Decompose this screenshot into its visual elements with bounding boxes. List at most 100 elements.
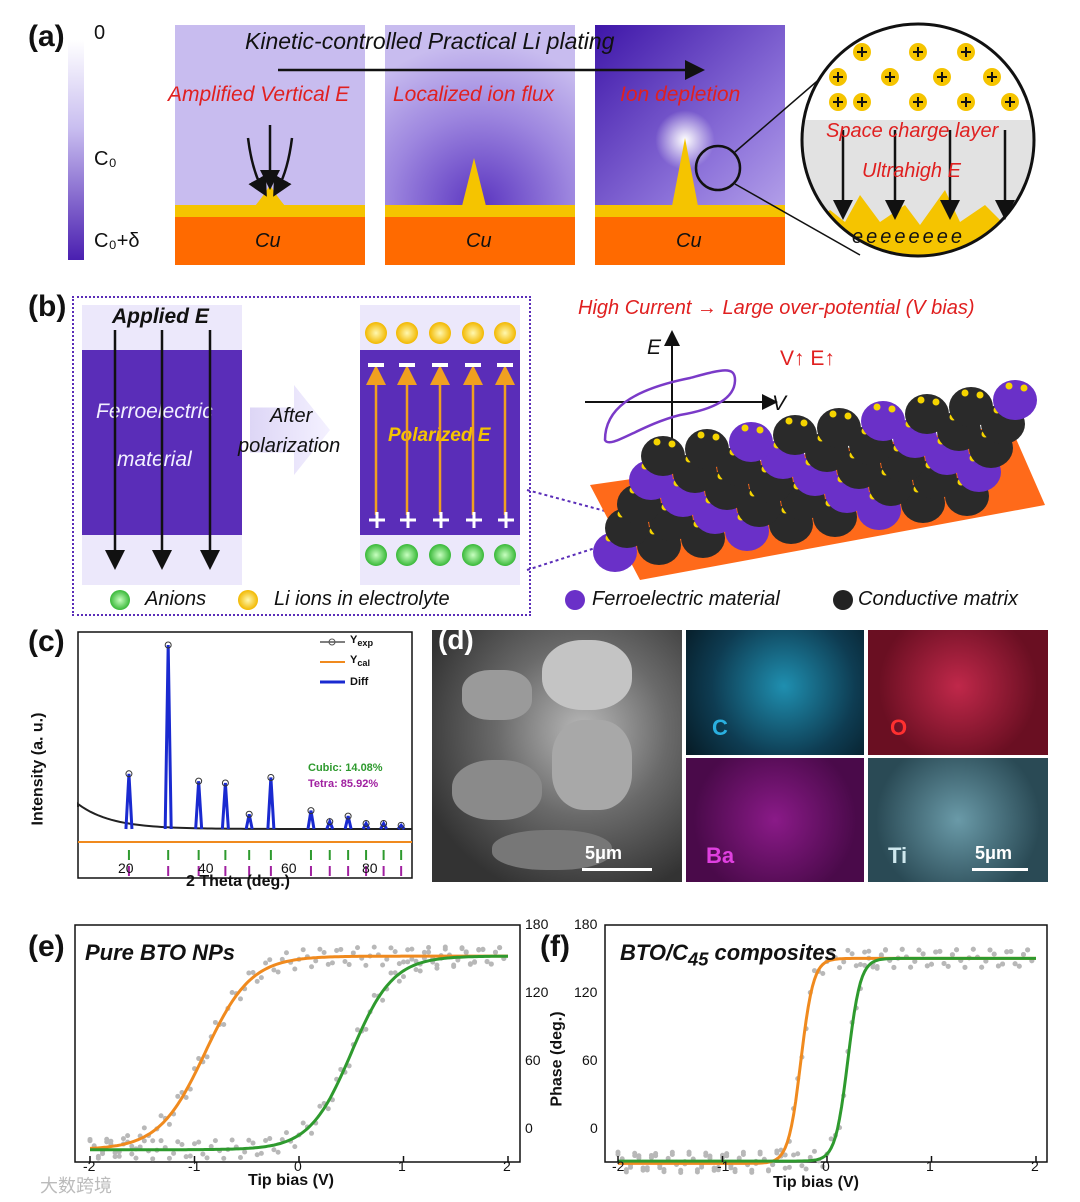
panel-b-left-frame (72, 296, 531, 616)
li-ion (494, 322, 516, 344)
data-point (991, 951, 997, 957)
data-point (765, 1167, 771, 1173)
xrd-peak (361, 820, 371, 830)
xrd-peak-marker (164, 641, 172, 649)
xrd-peak (220, 782, 230, 830)
e-ytick: 120 (525, 984, 549, 1000)
xrd-peak-marker (307, 807, 315, 815)
data-point (192, 1141, 197, 1147)
data-point (271, 1147, 277, 1153)
data-point (292, 1144, 298, 1150)
e-xtick: -2 (83, 1158, 96, 1174)
data-point (388, 970, 394, 976)
data-point (1020, 951, 1026, 957)
data-point (179, 1142, 185, 1148)
data-point (694, 1167, 700, 1173)
xrd-peak (306, 810, 316, 830)
data-point (640, 1165, 646, 1171)
data-point (263, 1138, 269, 1144)
data-point (112, 1150, 118, 1156)
eds-label-o: O (890, 715, 908, 740)
data-point (309, 1130, 315, 1136)
sem-scale-label: 5μm (585, 843, 623, 863)
panel-f-xlabel: Tip bias (V) (773, 1174, 859, 1191)
data-point (678, 1167, 684, 1173)
data-point (283, 1130, 289, 1136)
li-dendrite-3 (672, 138, 698, 206)
panel-e-label: (e) (28, 930, 65, 963)
data-point (899, 946, 905, 952)
data-point (799, 1163, 805, 1169)
data-point (292, 966, 298, 972)
li-ion (365, 322, 387, 344)
data-point (254, 1152, 260, 1158)
colorbar-mid-label: C₀ (94, 148, 117, 170)
data-point (141, 1138, 147, 1144)
data-point (229, 990, 235, 996)
colorbar-bottom-label: C₀+δ (94, 230, 140, 252)
data-point (267, 1136, 273, 1142)
pfm-charts (74, 924, 1048, 1175)
xrd-peak-marker (326, 818, 334, 826)
li-ion-row (365, 322, 516, 344)
data-point (828, 1136, 834, 1142)
panel-f-title-sub: 45 (688, 948, 709, 970)
li-ion (800, 419, 808, 427)
anion (429, 544, 451, 566)
data-point (979, 964, 985, 970)
anion (365, 544, 387, 566)
li-ion (712, 433, 720, 441)
data-point (129, 1151, 135, 1157)
data-point (317, 1103, 323, 1109)
data-point (137, 1144, 143, 1150)
plus-sign (1005, 97, 1015, 107)
applied-e-label: Applied E (112, 305, 209, 328)
xrd-peak-marker (397, 821, 405, 829)
plus-sign (833, 72, 843, 82)
data-point (313, 958, 319, 964)
data-point (853, 963, 859, 969)
data-point (661, 1167, 667, 1173)
panel-c-label: (c) (28, 625, 65, 658)
li-ion (844, 412, 852, 420)
data-point (355, 945, 361, 951)
xrd-peak-marker (267, 773, 275, 781)
xrd-peak (163, 644, 173, 830)
data-point (363, 962, 369, 968)
xrd-chart (77, 631, 413, 879)
data-point (221, 1021, 227, 1027)
cu-block-2 (385, 217, 575, 265)
cu-block-1 (175, 217, 365, 265)
matrix-dome (817, 408, 861, 448)
f-xtick: -1 (717, 1158, 730, 1174)
data-point (653, 1150, 659, 1156)
hysteresis-e-axis: E (647, 336, 662, 359)
data-point (811, 1148, 817, 1154)
data-point (937, 948, 943, 954)
data-point (916, 947, 922, 953)
after-label-1: After (270, 405, 313, 427)
data-point (924, 963, 930, 969)
data-point (141, 1125, 147, 1131)
cu-block-3 (595, 217, 785, 265)
inset-space-charge: Space charge layer (826, 120, 999, 142)
data-point (87, 1138, 93, 1144)
data-point (426, 944, 432, 950)
data-point (329, 960, 335, 966)
data-point (732, 1166, 738, 1172)
matrix-legend-icon (833, 590, 853, 610)
data-point (987, 947, 993, 953)
data-point (820, 1164, 826, 1170)
data-point (782, 1165, 788, 1171)
plus-sign (913, 47, 923, 57)
data-point (941, 961, 947, 967)
data-point (309, 964, 315, 970)
data-point (355, 1027, 361, 1033)
data-point (150, 1156, 156, 1162)
data-point (325, 961, 331, 967)
cu-label-3: Cu (676, 230, 702, 252)
eds-scale-label: 5μm (975, 843, 1013, 863)
data-point (782, 1152, 788, 1158)
data-point (820, 970, 826, 976)
sem-image (432, 630, 682, 882)
